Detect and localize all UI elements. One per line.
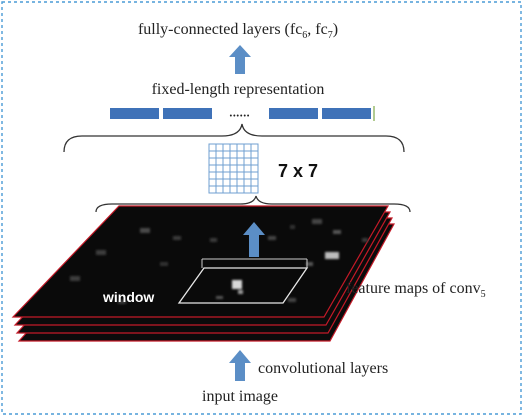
curly-brace-icon <box>63 123 405 153</box>
feature-map-stack: window <box>11 205 396 342</box>
up-arrow-icon <box>229 45 251 74</box>
vector-segment <box>269 108 318 119</box>
grid-size-label: 7 x 7 <box>278 161 318 181</box>
fc-layers-label: fully-connected layers (fc6, fc7) <box>138 21 338 41</box>
curly-brace-icon <box>95 195 411 213</box>
feature-maps-label: feature maps of conv5 <box>346 280 486 300</box>
grid-icon <box>208 143 259 194</box>
conv-layers-label: convolutional layers <box>258 360 388 377</box>
vector-ellipsis: •••••• <box>230 113 251 120</box>
activation-speckles <box>70 219 368 304</box>
vector-segment <box>322 108 371 119</box>
up-arrow-icon <box>229 350 251 381</box>
fixed-length-vector: •••••• <box>110 106 375 121</box>
window-label: window <box>102 289 154 305</box>
vector-segment <box>163 108 212 119</box>
up-arrow-icon <box>243 222 265 257</box>
vector-segment <box>110 108 159 119</box>
input-image-label: input image <box>202 388 278 405</box>
feature-map-top <box>11 205 390 318</box>
fixed-length-label: fixed-length representation <box>152 81 325 98</box>
